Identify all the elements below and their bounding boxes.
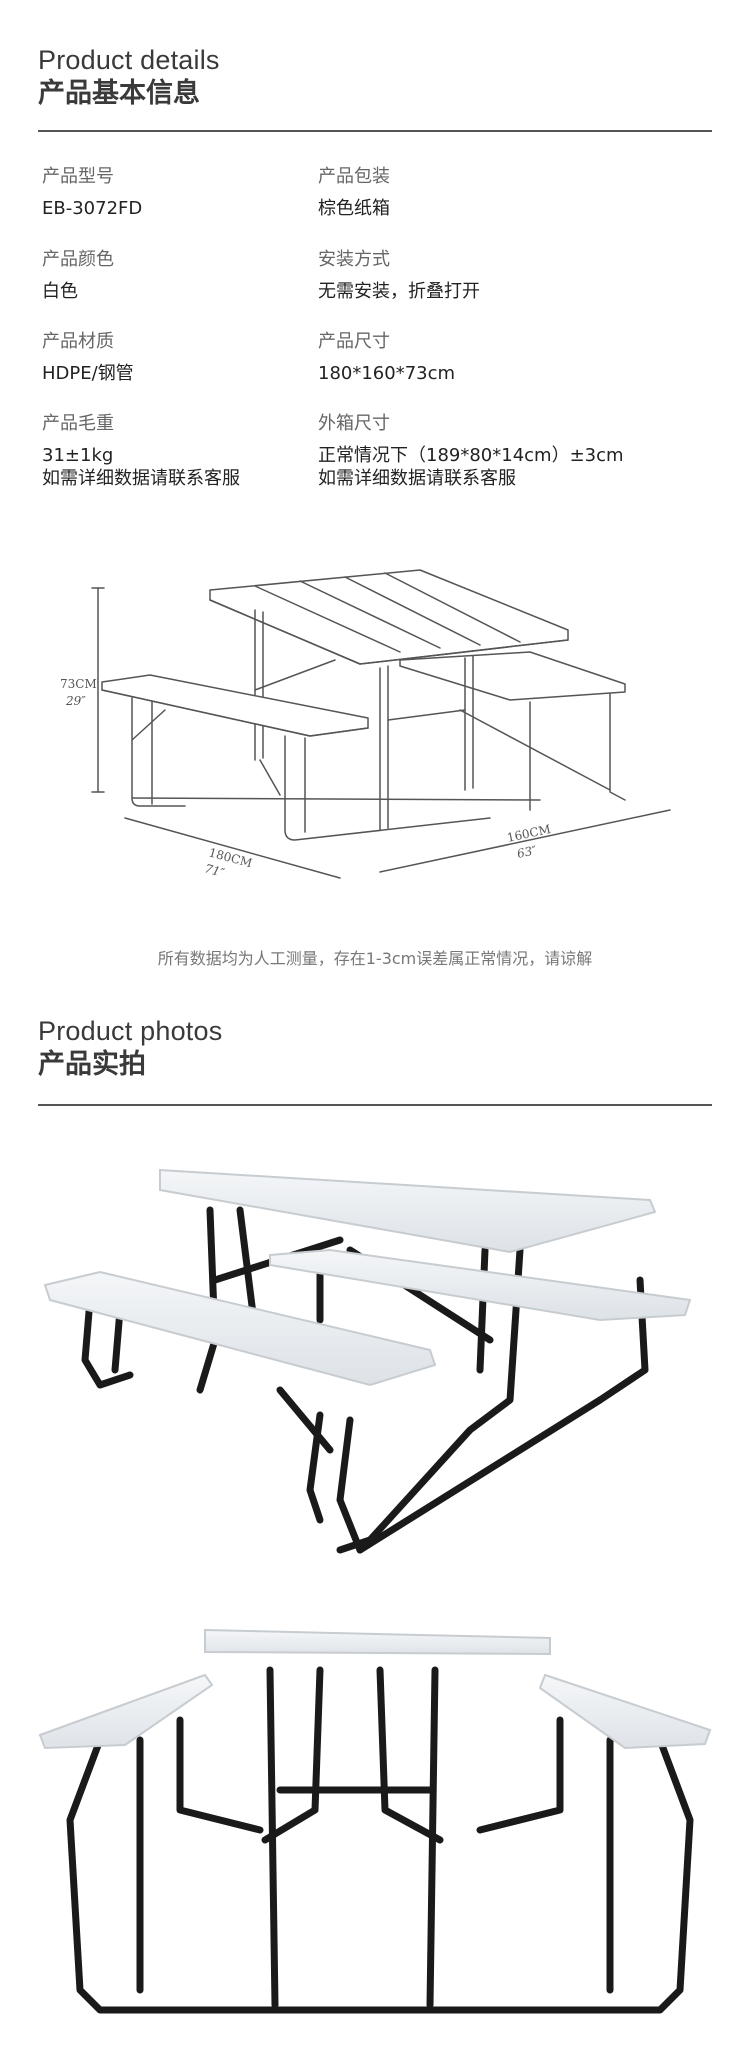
photos-header: Product photos 产品实拍 [38,1015,712,1106]
spec-label: 产品材质 [42,331,114,352]
spec-value: 白色 [42,281,78,302]
spec-value: 无需安装，折叠打开 [318,281,480,302]
spec-value-note: 如需详细数据请联系客服 [42,468,240,489]
back-bench [269,1248,692,1322]
spec-label: 产品型号 [42,166,114,187]
spec-value: 正常情况下（189*80*14cm）±3cm [318,445,624,466]
length-dimension-line [124,817,341,879]
back-bench [399,651,626,701]
length-label-in: 71″ [203,861,226,880]
front-bench [101,674,369,737]
width-label-in: 63″ [516,843,539,861]
spec-value: 棕色纸箱 [318,198,390,219]
photos-title-en: Product photos [38,1016,223,1046]
width-label-cm: 160CM [506,822,552,845]
tabletop [159,1168,657,1254]
spec-value-note: 如需详细数据请联系客服 [318,468,516,489]
front-bench [43,1270,437,1387]
table-dimension-diagram: 73CM 29″ 180CM 71″ 160CM 63″ [60,569,671,880]
details-divider [38,130,712,132]
left-bench [38,1673,214,1750]
spec-label: 产品毛重 [42,413,114,434]
spec-label: 产品包装 [318,166,390,187]
spec-gross-weight: 产品毛重 31±1kg 如需详细数据请联系客服 [42,412,342,490]
spec-value: 31±1kg [42,445,114,466]
spec-size: 产品尺寸 180*160*73cm [318,330,718,385]
right-bench [538,1673,712,1750]
details-title-zh: 产品基本信息 [38,78,200,109]
photos-divider [38,1104,712,1106]
spec-model: 产品型号 EB-3072FD [42,165,342,220]
spec-installation: 安装方式 无需安装，折叠打开 [318,248,718,303]
spec-color: 产品颜色 白色 [42,248,342,303]
spec-value: 180*160*73cm [318,363,456,384]
tabletop [204,1628,551,1656]
spec-value: EB-3072FD [42,198,143,219]
details-title-en: Product details [38,45,220,75]
product-photo-front [38,1628,712,2014]
spec-material: 产品材质 HDPE/钢管 [42,330,342,385]
height-label-in: 29″ [65,694,86,708]
width-dimension-line [379,809,671,873]
height-label-cm: 73CM [60,677,97,691]
product-photo-angle [43,1168,692,1554]
spec-packaging: 产品包装 棕色纸箱 [318,165,718,220]
spec-value: HDPE/钢管 [42,363,134,384]
spec-label: 产品颜色 [42,249,114,270]
spec-label: 外箱尺寸 [318,413,390,434]
measurement-note: 所有数据均为人工测量，存在1-3cm误差属正常情况，请谅解 [157,949,593,968]
spec-carton-size: 外箱尺寸 正常情况下（189*80*14cm）±3cm 如需详细数据请联系客服 [318,412,718,490]
photos-title-zh: 产品实拍 [38,1049,146,1080]
spec-label: 安装方式 [318,249,390,270]
spec-label: 产品尺寸 [318,331,390,352]
details-header: Product details 产品基本信息 [38,44,712,132]
